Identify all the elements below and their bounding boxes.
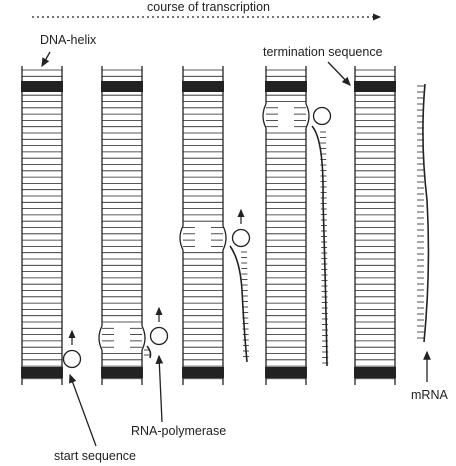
mrna-strand-4 bbox=[311, 125, 329, 367]
termination-sequence-band bbox=[182, 81, 224, 92]
mrna-strand-3 bbox=[229, 245, 250, 363]
rna-polymerase-3 bbox=[231, 208, 251, 248]
mrna-label: mRNA bbox=[411, 388, 448, 402]
termination-sequence-band bbox=[101, 81, 143, 92]
dna-strand-2 bbox=[98, 66, 146, 385]
termination-sequence-band bbox=[265, 81, 307, 92]
termination-sequence-band bbox=[354, 81, 396, 92]
mrna-strand-2 bbox=[144, 345, 152, 359]
rna-polymerase-4 bbox=[312, 106, 332, 126]
dna-strand-3 bbox=[179, 66, 227, 385]
dna-strands bbox=[21, 66, 396, 385]
start-sequence-band bbox=[354, 367, 396, 378]
start-sequence-label: start sequence bbox=[54, 449, 136, 463]
start-sequence-band bbox=[101, 367, 143, 378]
dna-helix-label: DNA-helix bbox=[40, 33, 97, 47]
dna-strand-5 bbox=[354, 66, 396, 385]
transcription-overlays bbox=[62, 83, 430, 369]
dna-strand-4 bbox=[262, 66, 310, 385]
start-sequence-band bbox=[265, 367, 307, 378]
rna-polymerase-2 bbox=[149, 306, 169, 346]
dna-strand-1 bbox=[21, 66, 63, 385]
mrna-released bbox=[417, 83, 430, 343]
rna-polymerase-pointer bbox=[155, 354, 164, 423]
start-sequence-pointer bbox=[69, 373, 97, 447]
rna-polymerase-label: RNA-polymerase bbox=[131, 424, 226, 438]
start-sequence-band bbox=[182, 367, 224, 378]
termination-label: termination sequence bbox=[263, 45, 383, 59]
course-label: course of transcription bbox=[147, 0, 270, 14]
termination-pointer bbox=[327, 61, 351, 86]
start-sequence-band bbox=[21, 367, 63, 378]
termination-sequence-band bbox=[21, 81, 63, 92]
rna-polymerase-1 bbox=[62, 329, 82, 369]
dna-helix-pointer bbox=[41, 51, 51, 68]
